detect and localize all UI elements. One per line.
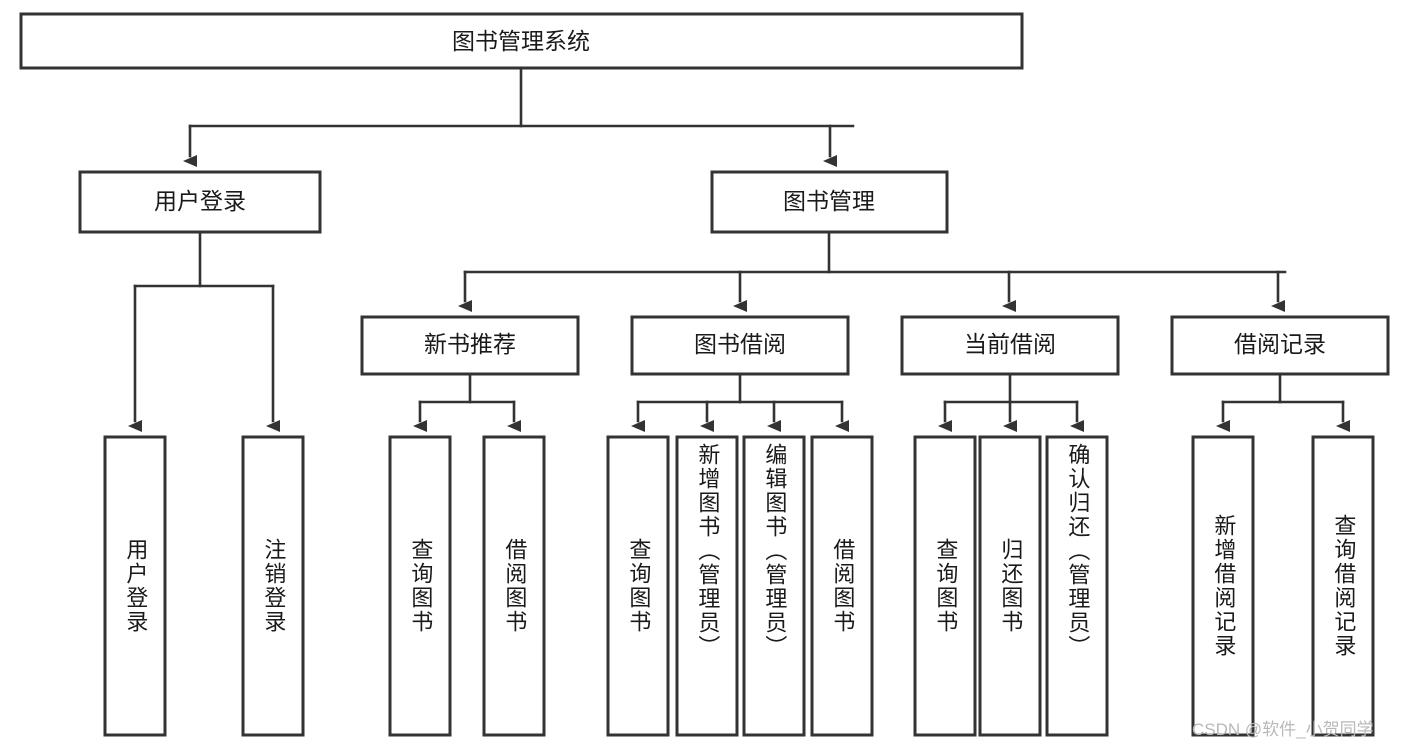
leaf-box-currentborrow-1[interactable] (913, 435, 977, 737)
node-book-management[interactable]: 图书管理 (710, 170, 949, 234)
connector-bookborrow-to-leaves (631, 372, 849, 432)
connector-bookmgmt-to-level2 (458, 230, 1287, 312)
node-user-login-label: 用户登录 (154, 188, 246, 214)
leaf-boxes-current-borrow (913, 435, 1109, 737)
leaf-box-bookborrow-3[interactable] (742, 435, 806, 737)
connector-borrowrecord-to-leaves (1216, 372, 1350, 432)
node-book-borrow-label: 图书借阅 (694, 331, 786, 357)
leaf-box-currentborrow-3[interactable] (1045, 435, 1109, 737)
node-book-management-label: 图书管理 (783, 188, 875, 214)
leaf-box-user-login-2[interactable] (241, 435, 305, 737)
leaf-box-borrowrecord-1[interactable] (1191, 435, 1255, 737)
connector-userlogin-to-leaves (128, 230, 280, 432)
leaf-box-bookborrow-1[interactable] (606, 435, 670, 737)
connector-newbook-to-leaves (413, 372, 521, 432)
leaf-box-newbook-1[interactable] (388, 435, 452, 737)
leaf-box-bookborrow-4[interactable] (810, 435, 874, 737)
leaf-box-borrowrecord-2[interactable] (1311, 435, 1375, 737)
leaf-box-newbook-2[interactable] (482, 435, 546, 737)
node-book-borrow[interactable]: 图书借阅 (630, 315, 850, 376)
leaf-box-currentborrow-2[interactable] (978, 435, 1042, 737)
node-current-borrow-label: 当前借阅 (964, 331, 1056, 357)
leaf-box-bookborrow-2[interactable] (675, 435, 739, 737)
leaf-box-user-login-1[interactable] (103, 435, 167, 737)
node-borrow-record[interactable]: 借阅记录 (1170, 315, 1390, 376)
connector-root-to-level1 (183, 66, 855, 167)
connector-currentborrow-to-leaves (938, 372, 1084, 432)
node-root[interactable]: 图书管理系统 (19, 12, 1024, 70)
leaf-boxes-new-book-recommend (388, 435, 546, 737)
node-borrow-record-label: 借阅记录 (1234, 331, 1326, 357)
node-new-book-recommend-label: 新书推荐 (424, 331, 516, 357)
node-user-login[interactable]: 用户登录 (78, 170, 322, 234)
node-current-borrow[interactable]: 当前借阅 (900, 315, 1120, 376)
leaf-boxes-borrow-record (1191, 435, 1375, 737)
leaf-boxes-book-borrow (606, 435, 874, 737)
node-root-label: 图书管理系统 (452, 28, 590, 54)
node-new-book-recommend[interactable]: 新书推荐 (360, 315, 580, 376)
leaf-boxes-user-login (103, 435, 305, 737)
